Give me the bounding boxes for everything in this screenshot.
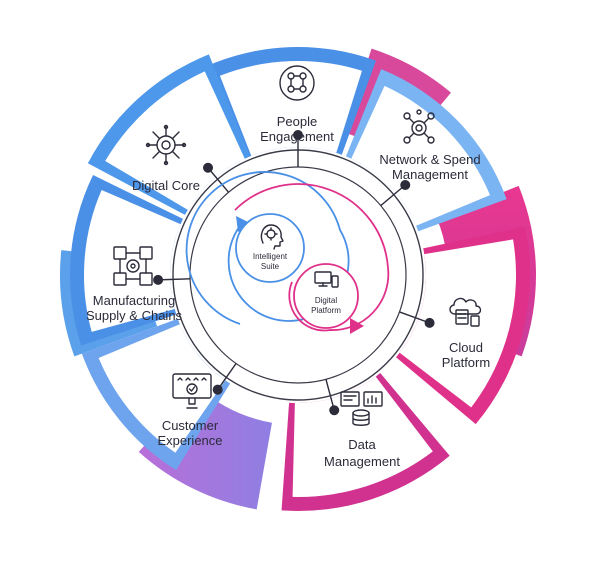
panel-inner-manufacturing (83, 190, 181, 332)
spoke-dot-6 (203, 162, 214, 173)
intelligent-suite-label-1: Intelligent (253, 252, 288, 261)
panel-inner-network (351, 85, 491, 226)
factory-supply-icon (113, 246, 153, 286)
cloud-platform-label-1: Cloud (449, 340, 483, 355)
people-engagement-label-2: Engagement (260, 129, 334, 144)
segment-panels (70, 47, 530, 511)
panel-inner-digital (105, 71, 245, 210)
digital-core-label: Digital Core (132, 178, 200, 193)
manufacturing-supply-label-2: Supply & Chains (86, 308, 183, 323)
spoke-line-6 (207, 167, 230, 193)
spoke-line-3 (325, 379, 335, 411)
spiral-magenta-path (234, 183, 390, 332)
spiral-flow (185, 171, 390, 334)
segment-labels: People Engagement Network & Spend Manage… (86, 65, 490, 469)
spiral-blue-path (185, 171, 350, 325)
segment-digital-core: Digital Core (132, 124, 200, 193)
spoke-line-5 (158, 278, 191, 281)
spoke-line-2 (399, 311, 430, 324)
network-gear-icon (403, 109, 435, 144)
intelligent-suite-node: Intelligent Suite (235, 213, 305, 283)
spoke-dot-4 (212, 384, 223, 395)
cloud-server-icon (449, 297, 482, 327)
data-management-label-2: Management (324, 454, 400, 469)
segment-data-management: Data Management (324, 391, 400, 469)
data-management-label-1: Data (348, 437, 376, 452)
segment-cloud-platform: Cloud Platform (442, 297, 490, 370)
spoke-dot-5 (153, 274, 164, 285)
customer-rating-icon (172, 373, 212, 409)
spoke-dot-1 (400, 180, 411, 191)
digital-platform-label-1: Digital (315, 296, 337, 305)
hub-inner-ring (189, 166, 407, 384)
cloud-platform-label-2: Platform (442, 355, 490, 370)
spoke-dot-3 (329, 405, 340, 416)
digital-platform-node: Digital Platform (293, 263, 359, 329)
spoke-dot-0 (293, 130, 303, 140)
digital-platform-circle (293, 263, 359, 329)
people-network-icon (279, 65, 315, 101)
digital-core-icon (145, 124, 187, 166)
computer-devices-icon (314, 271, 339, 288)
connector-spokes (153, 130, 435, 416)
segment-network-spend: Network & Spend Management (379, 109, 481, 182)
network-spend-label-2: Management (392, 167, 468, 182)
customer-experience-label-1: Customer (162, 418, 219, 433)
spoke-line-1 (380, 184, 406, 207)
network-spend-label-1: Network & Spend (379, 152, 480, 167)
segment-customer-experience: Customer Experience (157, 373, 223, 448)
panel-inner-people (219, 60, 362, 156)
spiral-arrow-blue (236, 216, 252, 232)
inner-hub (172, 149, 424, 401)
digital-platform-label-2: Platform (311, 306, 341, 315)
intelligent-suite-circle (235, 213, 305, 283)
spiral-arrow-magenta (350, 318, 364, 334)
panel-inner-customer (98, 324, 226, 453)
panel-inner-data (292, 376, 433, 497)
manufacturing-supply-label-1: Manufacturing (93, 293, 175, 308)
customer-experience-label-2: Experience (157, 433, 222, 448)
ai-head-icon (260, 224, 284, 250)
segment-manufacturing-supply: Manufacturing Supply & Chains (86, 246, 183, 323)
people-engagement-label-1: People (277, 114, 317, 129)
database-dashboard-icon (340, 391, 383, 426)
spoke-dot-2 (424, 317, 435, 328)
segment-people-engagement: People Engagement (260, 65, 334, 144)
intelligent-suite-label-2: Suite (261, 262, 280, 271)
spoke-line-4 (217, 363, 237, 391)
